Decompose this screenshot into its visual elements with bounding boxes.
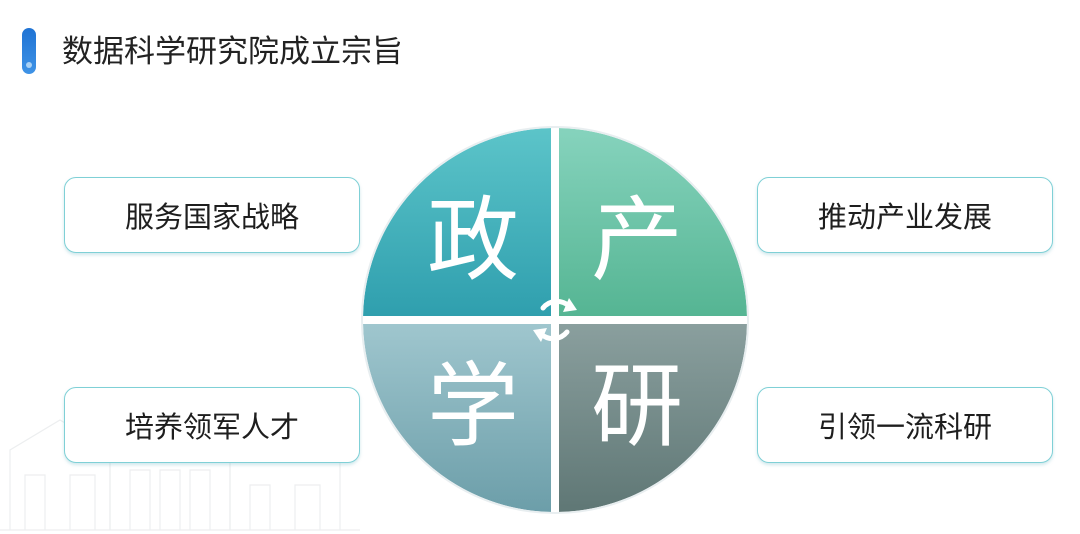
- cycle-arrows-icon: [533, 298, 577, 342]
- quadrant-research: [559, 324, 747, 512]
- goal-cultivate-talent: 培养领军人才: [64, 387, 360, 463]
- goal-serve-national-strategy: 服务国家战略: [64, 177, 360, 253]
- quadrant-industry: [559, 128, 747, 316]
- title-accent-bar: [22, 28, 36, 74]
- char-government: 政: [427, 187, 519, 294]
- quadrant-academia: [363, 324, 551, 512]
- char-research: 研: [591, 353, 683, 460]
- goal-lead-research: 引领一流科研: [757, 387, 1053, 463]
- char-industry: 产: [591, 187, 683, 294]
- char-academia: 学: [427, 353, 519, 460]
- gov-industry-academia-research-wheel: 政 产 学 研: [355, 120, 755, 520]
- page-title: 数据科学研究院成立宗旨: [62, 34, 403, 70]
- quadrant-government: [363, 128, 551, 316]
- goal-promote-industry: 推动产业发展: [757, 177, 1053, 253]
